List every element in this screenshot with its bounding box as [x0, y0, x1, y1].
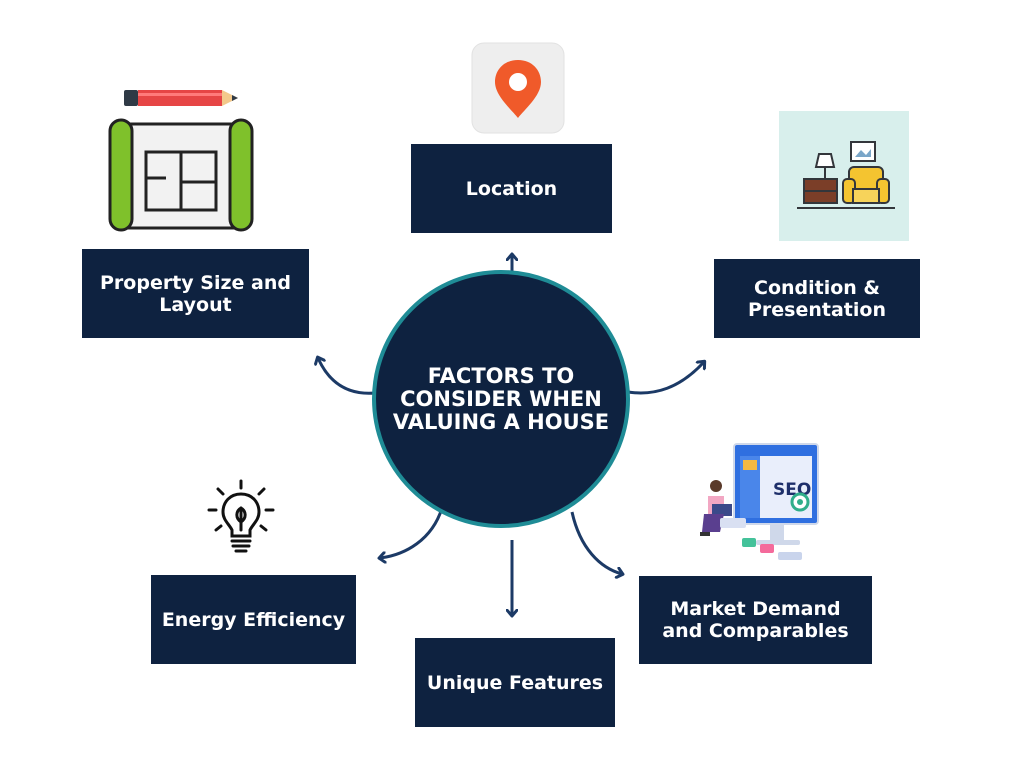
factor-condition-label: Condition & Presentation [748, 276, 886, 321]
center-title: FACTORS TO CONSIDER WHEN VALUING A HOUSE [392, 363, 610, 434]
lightbulb-leaf-icon [206, 478, 276, 558]
factor-location: Location [411, 144, 612, 233]
seo-analytics-icon: SEO [694, 440, 824, 570]
factor-market: Market Demand and Comparables [639, 576, 872, 664]
factor-unique: Unique Features [415, 638, 615, 727]
factor-property-size-label: Property Size and Layout [100, 271, 291, 316]
factor-market-label: Market Demand and Comparables [662, 598, 849, 642]
map-pin-icon [471, 42, 565, 134]
center-hub: FACTORS TO CONSIDER WHEN VALUING A HOUSE [372, 270, 630, 528]
blueprint-pencil-icon [106, 86, 256, 236]
arrow-energy [380, 507, 444, 558]
factor-condition: Condition & Presentation [714, 259, 920, 338]
factor-unique-label: Unique Features [426, 671, 604, 694]
factor-energy: Energy Efficiency [151, 575, 356, 664]
factor-location-label: Location [465, 177, 558, 200]
arrow-market [570, 511, 622, 574]
factor-energy-label: Energy Efficiency [161, 608, 346, 631]
factor-property-size: Property Size and Layout [82, 249, 309, 338]
arrow-property-size [318, 358, 376, 395]
furniture-interior-icon [779, 111, 909, 241]
arrow-condition [627, 362, 704, 395]
